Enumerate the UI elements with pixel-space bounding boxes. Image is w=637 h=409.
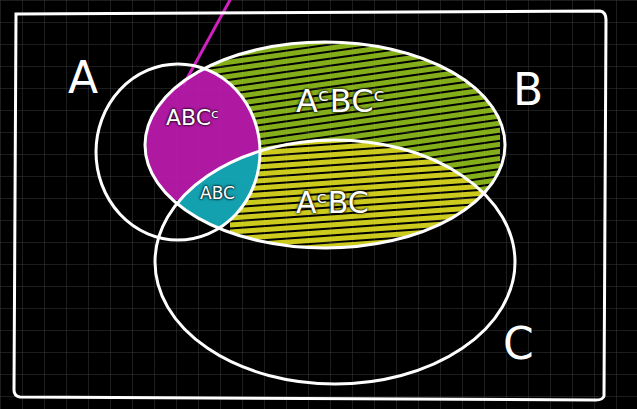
set-ellipse: [96, 64, 260, 240]
set-outline: [153, 138, 517, 386]
set-name: C: [503, 320, 534, 368]
set-ellipse: [155, 140, 515, 384]
set-name: B: [513, 66, 543, 114]
region-label: ABCᶜ: [166, 106, 219, 130]
set-outline: [94, 62, 262, 242]
region-label: AᶜBCᶜ: [296, 84, 385, 119]
set-circle: A: [94, 62, 262, 242]
set-name: A: [68, 54, 98, 102]
region-label: AᶜBC: [296, 186, 369, 219]
region-label: ABC: [200, 184, 235, 203]
set-ellipse: [145, 42, 505, 248]
set-circle: C: [153, 138, 517, 386]
